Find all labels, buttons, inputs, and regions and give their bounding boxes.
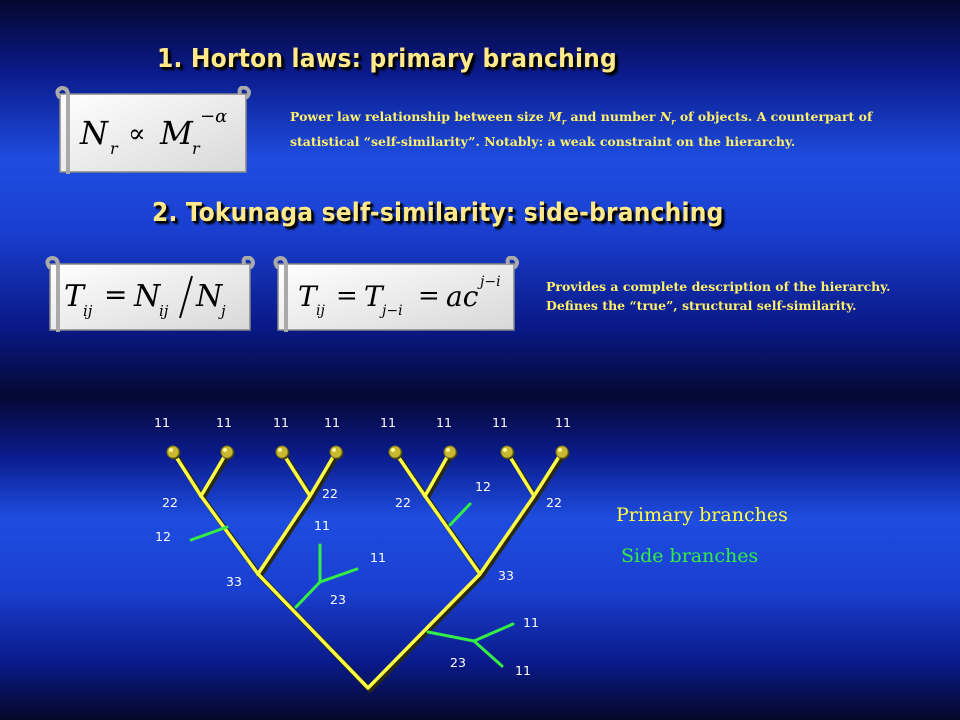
- side-label: 11: [515, 663, 531, 678]
- side-branch: [294, 580, 322, 609]
- tokunaga1-denominator-sub: j: [218, 302, 226, 320]
- side-label: 12: [155, 529, 171, 544]
- primary-label: 22: [546, 495, 562, 510]
- section2-description: Provides a complete description of the h…: [546, 279, 891, 313]
- primary-branch: [366, 572, 482, 690]
- side-branch: [472, 639, 504, 668]
- horton-formula-exponent: −α: [200, 106, 227, 127]
- tokunaga1-numerator-sub: ij: [159, 302, 169, 320]
- primary-label: 22: [162, 495, 178, 510]
- section1-heading: 1. Horton laws: primary branching: [157, 44, 617, 74]
- primary-branch: [478, 494, 536, 576]
- section1-description: Power law relationship between size Mr a…: [290, 109, 873, 149]
- tokunaga1-denominator: N: [195, 279, 224, 314]
- primary-branch: [256, 572, 370, 690]
- tokunaga2-rhs-exponent: j−i: [477, 274, 501, 290]
- tokunaga1-equals: =: [104, 278, 127, 311]
- primary-branch: [393, 450, 427, 498]
- primary-branch: [308, 450, 338, 498]
- side-branch: [472, 622, 515, 643]
- side-label: 11: [370, 550, 386, 565]
- leaf-node: [388, 445, 402, 459]
- primary-branch: [199, 450, 229, 498]
- horton-formula-lhs: N: [79, 114, 109, 152]
- leaf-node: [443, 445, 457, 459]
- tokunaga2-mid: T: [364, 280, 385, 313]
- primary-branch: [256, 494, 312, 576]
- side-branch: [318, 567, 359, 584]
- horton-formula-rhs: M: [159, 114, 194, 152]
- legend-side-branches: Side branches: [621, 545, 759, 567]
- top-label: 11: [273, 415, 289, 430]
- top-label: 11: [154, 415, 170, 430]
- leaf-node: [500, 445, 514, 459]
- primary-label: 23: [450, 655, 466, 670]
- primary-label: 33: [498, 568, 514, 583]
- side-branch: [189, 525, 229, 542]
- top-label: 11: [216, 415, 232, 430]
- tokunaga-formula1-scroll: T ij = N ij N j: [42, 256, 256, 336]
- tokunaga2-lhs-sub: ij: [316, 303, 325, 319]
- top-label: 11: [380, 415, 396, 430]
- primary-label: 22: [322, 486, 338, 501]
- top-label: 11: [324, 415, 340, 430]
- primary-branch: [280, 450, 312, 498]
- leaf-node: [275, 445, 289, 459]
- side-label: 11: [314, 518, 330, 533]
- primary-label: 22: [395, 495, 411, 510]
- side-branch: [426, 630, 476, 643]
- horton-formula-scroll: N r ∝ M r −α: [52, 86, 252, 178]
- tokunaga2-equals2: =: [418, 281, 440, 311]
- legend-primary-branches: Primary branches: [616, 504, 788, 526]
- primary-branch: [505, 450, 536, 498]
- leaf-node: [220, 445, 234, 459]
- tokunaga2-mid-sub: j−i: [379, 303, 403, 319]
- top-label: 11: [436, 415, 452, 430]
- primary-branch: [423, 494, 482, 576]
- tokunaga1-numerator: N: [133, 279, 162, 314]
- tokunaga-formula2-scroll: T ij = T j−i = ac j−i: [270, 256, 520, 336]
- side-label: 11: [523, 615, 539, 630]
- section2-heading: 2. Tokunaga self-similarity: side-branch…: [152, 198, 724, 228]
- side-branch: [448, 502, 472, 527]
- tokunaga1-lhs-sub: ij: [83, 302, 93, 320]
- primary-branch: [423, 450, 452, 498]
- side-label: 12: [475, 479, 491, 494]
- horton-formula-rhs-sub: r: [192, 139, 201, 158]
- primary-branch: [171, 450, 203, 498]
- tokunaga2-equals1: =: [336, 281, 358, 311]
- primary-branch: [199, 494, 260, 576]
- tokunaga2-rhs: ac: [446, 280, 479, 313]
- top-label: 11: [492, 415, 508, 430]
- leaf-node: [166, 445, 180, 459]
- leaf-node: [329, 445, 343, 459]
- tokunaga2-lhs: T: [298, 280, 319, 313]
- primary-label: 33: [226, 574, 242, 589]
- horton-formula-lhs-sub: r: [110, 139, 119, 158]
- primary-branch: [532, 450, 564, 498]
- tokunaga1-lhs: T: [64, 279, 86, 314]
- top-label: 11: [555, 415, 571, 430]
- horton-formula-proportional: ∝: [128, 119, 146, 149]
- leaf-node: [555, 445, 569, 459]
- side-label: 23: [330, 592, 346, 607]
